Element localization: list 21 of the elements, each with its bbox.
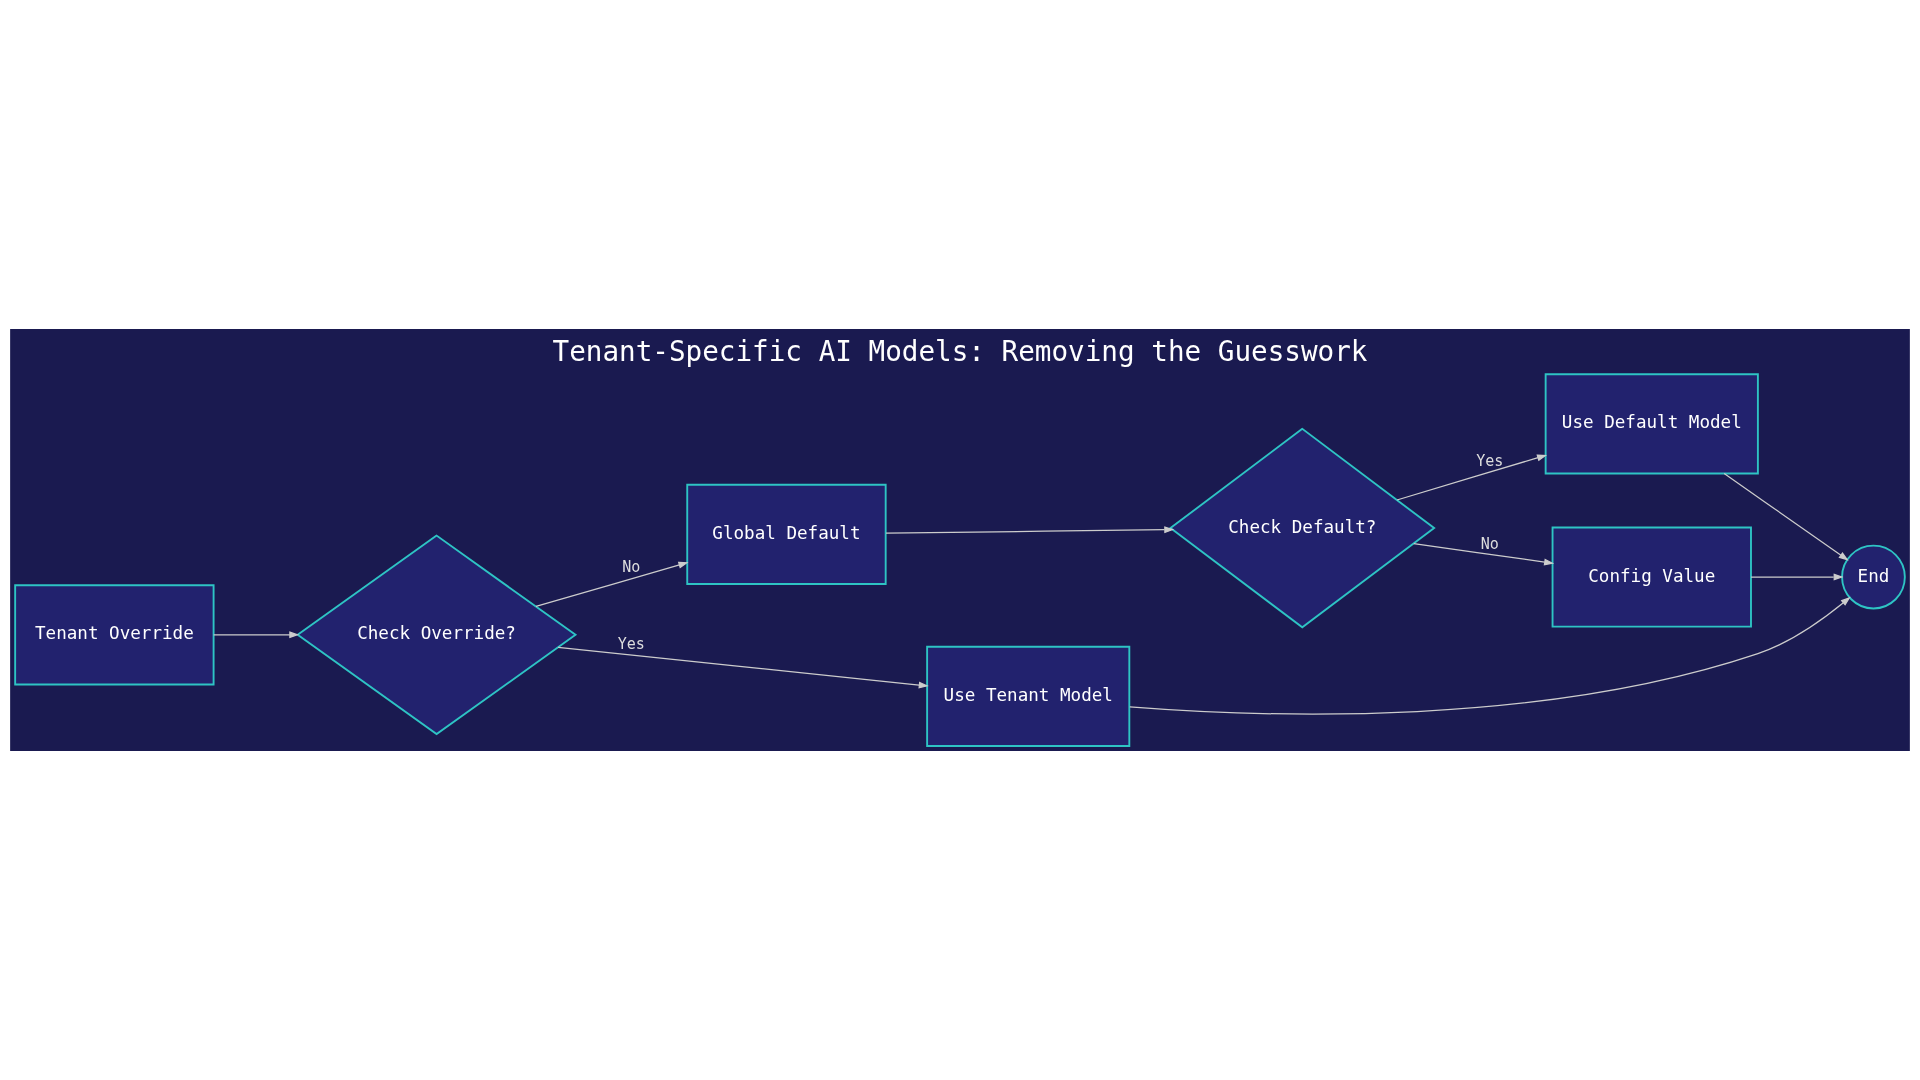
edge-label: No xyxy=(1480,534,1499,553)
arrow xyxy=(1396,454,1548,501)
node-diamond: Check Default? xyxy=(1168,427,1436,629)
arrow xyxy=(885,526,1175,534)
arrow xyxy=(213,631,300,639)
edge-label: Yes xyxy=(1476,452,1504,471)
node-box: Tenant Override xyxy=(14,584,215,686)
node-diamond: Check Override? xyxy=(296,534,578,736)
arrow xyxy=(1750,573,1844,581)
edge-label: Yes xyxy=(617,635,645,654)
node-box: Global Default xyxy=(686,483,887,585)
node-box: Config Value xyxy=(1551,526,1752,628)
arrow xyxy=(535,561,689,608)
diagram-title: Tenant-Specific AI Models: Removing the Guesswork xyxy=(552,335,1368,369)
node-box: Use Tenant Model xyxy=(926,645,1131,747)
arrow xyxy=(557,646,929,689)
arrow xyxy=(1129,596,1851,715)
edge-label: No xyxy=(622,557,641,576)
arrow xyxy=(1723,472,1849,561)
node-box: Use Default Model xyxy=(1544,373,1759,475)
arrow xyxy=(1413,543,1555,566)
